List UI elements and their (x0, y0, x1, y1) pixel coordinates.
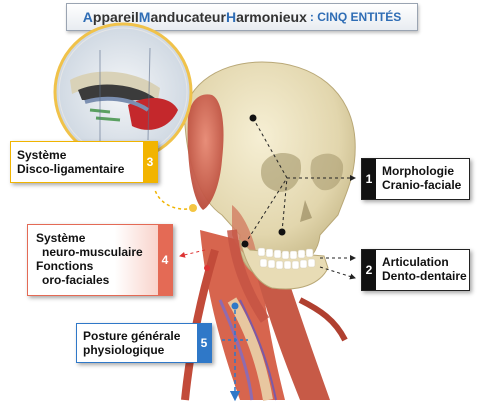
entity-3-line1: Système (17, 148, 124, 162)
entity-1-box: 1 Morphologie Cranio-faciale (361, 158, 470, 200)
entity-2-label: Articulation Dento-dentaire (382, 255, 467, 283)
entity-2-number: 2 (362, 250, 376, 290)
entity-1-line1: Morphologie (382, 164, 461, 178)
entity-2-box: 2 Articulation Dento-dentaire (361, 249, 470, 291)
entity-5-line2: physiologique (83, 343, 180, 357)
entity-4-line2: neuro-musculaire (36, 245, 143, 259)
entity-3-box: Système Disco-ligamentaire 3 (10, 141, 158, 183)
entity-3-label: Système Disco-ligamentaire (17, 148, 124, 176)
entity-2-line2: Dento-dentaire (382, 269, 467, 283)
entity-1-number: 1 (362, 159, 376, 199)
tmj-magnifier (55, 24, 191, 160)
entity-5-number: 5 (197, 324, 211, 362)
entity-5-line1: Posture générale (83, 329, 180, 343)
entity-3-number: 3 (143, 142, 157, 182)
entity-4-line4: oro-faciales (36, 273, 143, 287)
entity-1-line2: Cranio-faciale (382, 178, 461, 192)
connector-3 (155, 190, 197, 212)
entity-5-label: Posture générale physiologique (83, 329, 180, 357)
entity-4-line3: Fonctions (36, 259, 143, 273)
entity-2-line1: Articulation (382, 255, 467, 269)
entity-4-line1: Système (36, 231, 143, 245)
entity-1-label: Morphologie Cranio-faciale (382, 164, 461, 192)
entity-4-number: 4 (158, 225, 172, 295)
entity-4-label: Système neuro-musculaire Fonctions oro-f… (36, 231, 143, 287)
entity-4-box: Système neuro-musculaire Fonctions oro-f… (27, 224, 173, 296)
entity-3-line2: Disco-ligamentaire (17, 162, 124, 176)
entity-5-box: Posture générale physiologique 5 (76, 323, 212, 363)
